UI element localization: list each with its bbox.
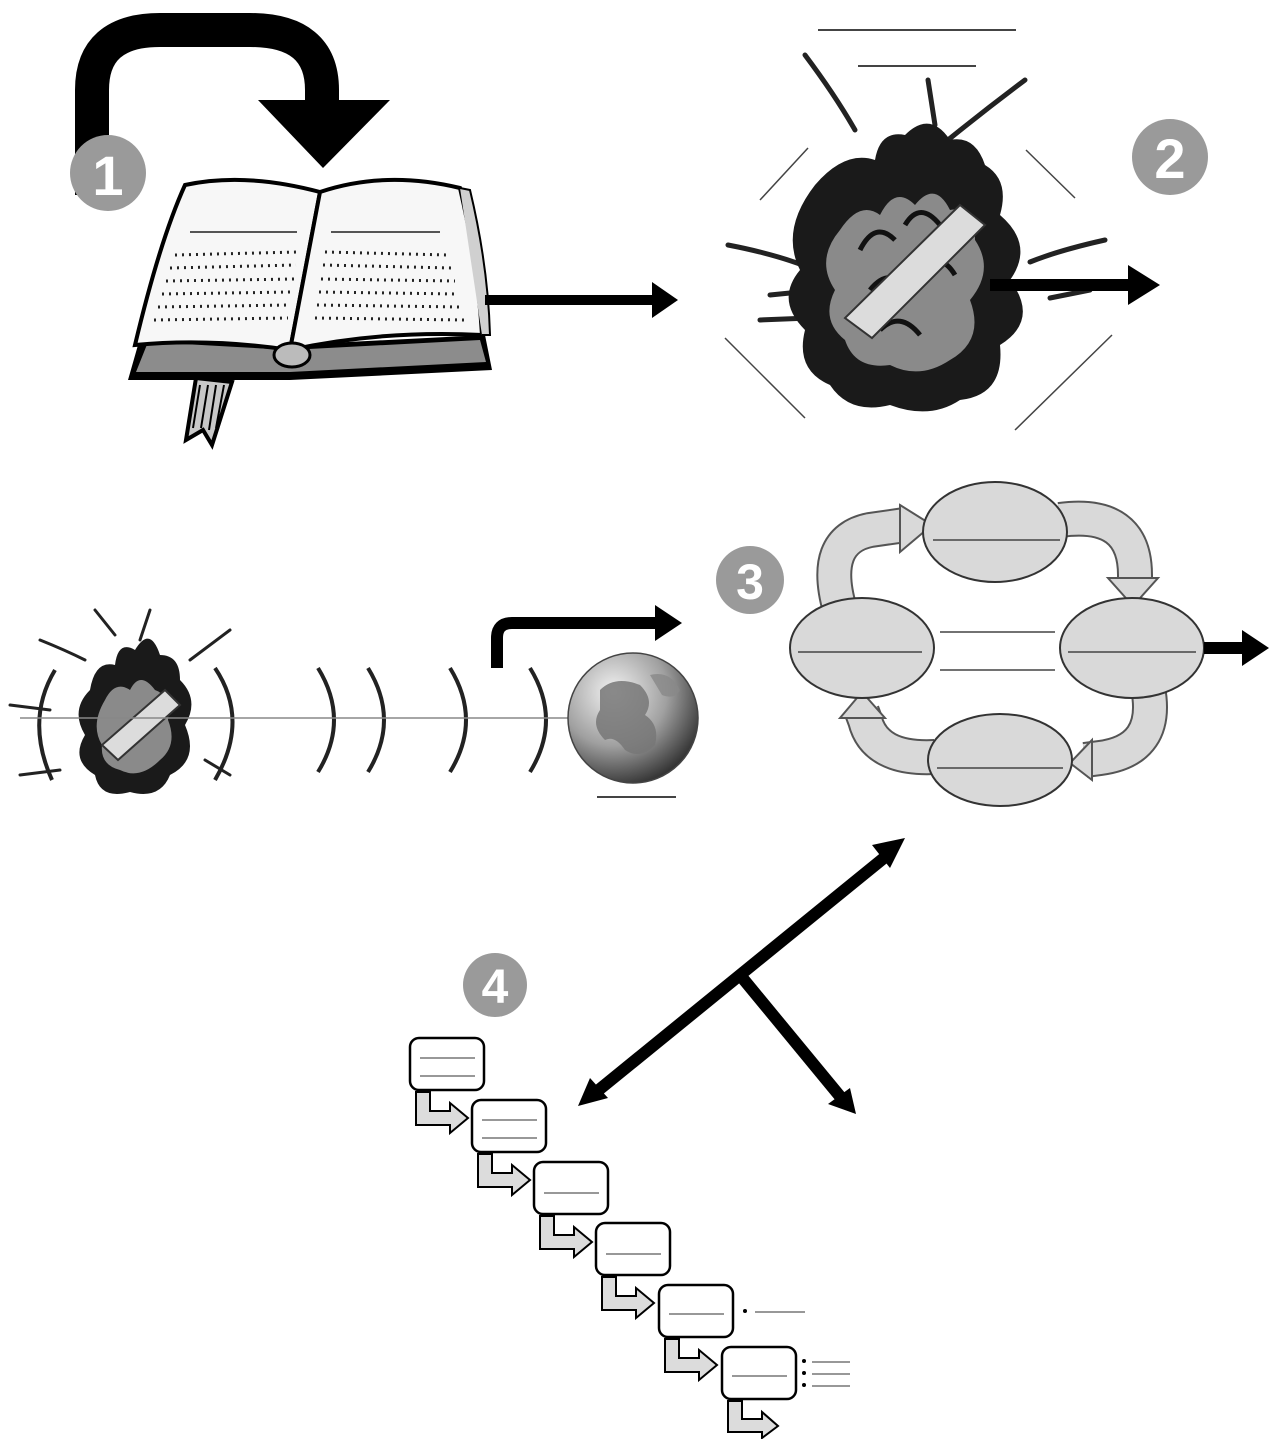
step-1-number: 1 [92,144,123,207]
wave-arcs [37,666,548,782]
step-2-badge: 2 [1132,119,1208,195]
step-1-badge: 1 [70,135,146,211]
cascade-connector-4 [601,1276,656,1321]
step-4-badge: 4 [463,953,527,1017]
cascade-boxes [408,1036,850,1439]
cascade-connector-3 [539,1215,594,1260]
cycle-diagram [789,481,1205,807]
cascade-box-1 [408,1036,486,1092]
step-4-number: 4 [482,961,509,1014]
arrow-fire-to-right [990,265,1160,305]
cascade-box-6 [720,1345,850,1401]
cascade-connector-2 [477,1153,532,1198]
curved-arrow-into-book [75,13,390,195]
cascade-box-5 [657,1283,805,1339]
open-book-icon [128,177,492,450]
cascade-connector-1 [415,1091,470,1136]
cascade-box-3 [532,1160,610,1216]
cascade-connector-5 [664,1338,719,1383]
step-2-title-lines [818,29,1016,67]
cascade-connector-6 [727,1400,780,1439]
branch-arrows [578,838,905,1114]
step-3-number: 3 [736,554,764,610]
arrow-cycle-right [1204,630,1269,666]
burning-plank-icon [724,52,1113,431]
step-2-number: 2 [1154,127,1185,190]
globe-icon [567,652,699,784]
bent-arrow-to-cycle [491,605,682,668]
arrow-book-to-fire [485,282,678,318]
small-burning-plank-icon [8,608,232,794]
step-3-badge: 3 [716,546,784,614]
cascade-box-4 [594,1221,672,1277]
cascade-box-2 [470,1098,548,1154]
